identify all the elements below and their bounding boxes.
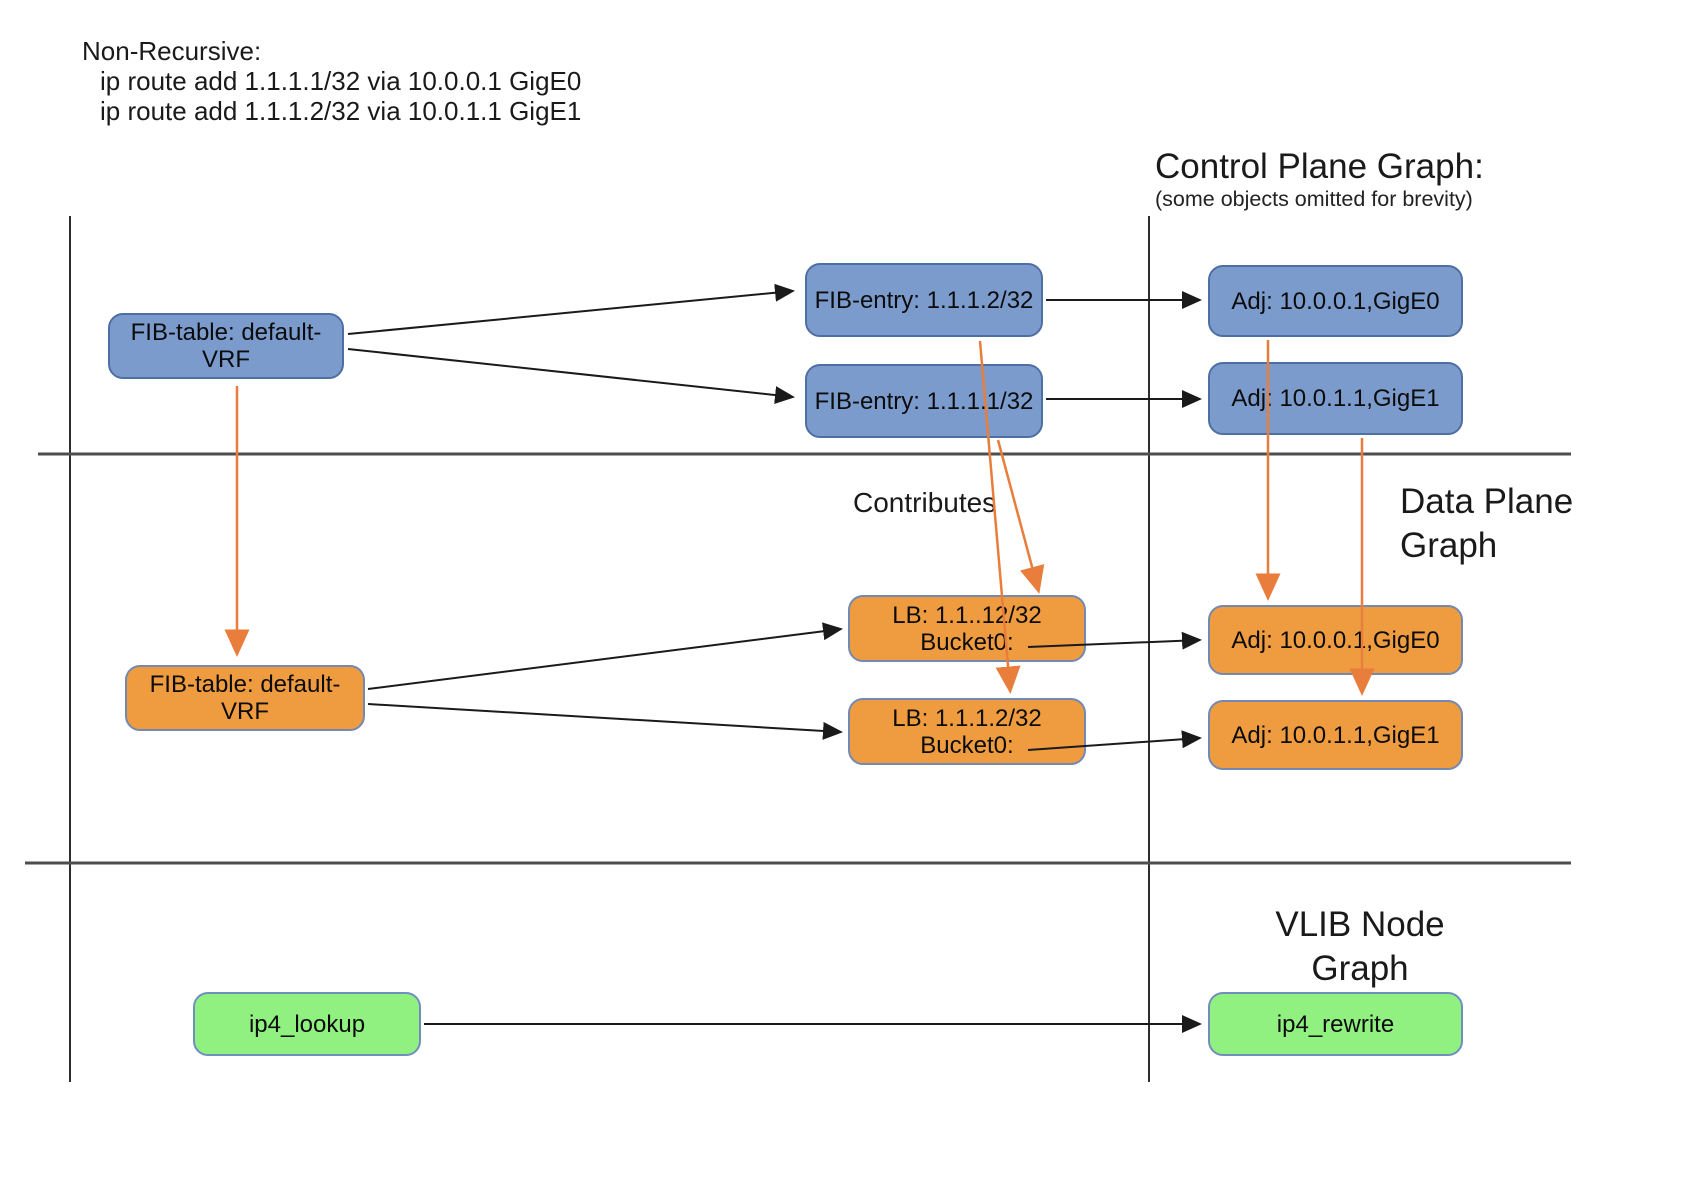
arrow-contrib-entry1-to-lb1	[996, 439, 1045, 594]
route-command-1: ip route add 1.1.1.1/32 via 10.0.0.1 Gig…	[100, 66, 582, 96]
cp-adj-gige0-label: Adj: 10.0.0.1,GigE0	[1231, 287, 1440, 315]
annotation-title: Non-Recursive:	[82, 36, 262, 66]
arrow-dp-fibtable-to-lb2	[367, 703, 843, 740]
vlib-ip4-rewrite-label: ip4_rewrite	[1276, 1010, 1395, 1038]
cp-fib-entry-1112-node: FIB-entry: 1.1.1.2/32	[805, 263, 1043, 337]
cp-fib-entry-1111-label: FIB-entry: 1.1.1.1/32	[814, 387, 1034, 415]
vlib-ip4-lookup-node: ip4_lookup	[193, 992, 421, 1056]
contributes-label: Contributes	[853, 487, 997, 518]
data-plane-heading: Data Plane Graph	[1400, 480, 1573, 568]
arrow-dp-fibtable-to-lb1	[367, 622, 843, 690]
route-annotation: Non-Recursive: ip route add 1.1.1.1/32 v…	[82, 36, 581, 126]
data-plane-title-line1: Data Plane	[1400, 482, 1574, 521]
cp-fib-entry-1111-node: FIB-entry: 1.1.1.1/32	[805, 364, 1043, 438]
dp-adj-gige1-label: Adj: 10.0.1.1,GigE1	[1231, 721, 1440, 749]
vlib-title-line2: Graph	[1311, 949, 1409, 988]
dp-adj-gige0-node: Adj: 10.0.0.1,GigE0	[1208, 605, 1463, 675]
data-plane-title-line2: Graph	[1400, 526, 1498, 565]
dp-lb-1111-node: LB: 1.1..12/32 Bucket0:	[848, 595, 1086, 662]
dp-fib-table-label: FIB-table: default-VRF	[149, 671, 341, 725]
control-plane-subtitle: (some objects omitted for brevity)	[1155, 187, 1473, 211]
route-command-2: ip route add 1.1.1.2/32 via 10.0.1.1 Gig…	[100, 96, 582, 126]
dp-lb-1111-label-line1: LB: 1.1..12/32	[892, 601, 1042, 629]
dp-lb-1112-label-line1: LB: 1.1.1.2/32	[892, 704, 1042, 732]
cp-fib-entry-1112-label: FIB-entry: 1.1.1.2/32	[814, 286, 1034, 314]
dp-adj-gige1-node: Adj: 10.0.1.1,GigE1	[1208, 700, 1463, 770]
cp-adj-gige0-node: Adj: 10.0.0.1,GigE0	[1208, 265, 1463, 337]
dp-adj-gige0-label: Adj: 10.0.0.1,GigE0	[1231, 626, 1440, 654]
vlib-ip4-lookup-label: ip4_lookup	[248, 1010, 366, 1038]
dp-fib-table-node: FIB-table: default-VRF	[125, 665, 365, 731]
cp-fib-table-node: FIB-table: default-VRF	[108, 313, 344, 379]
dp-lb-1112-node: LB: 1.1.1.2/32 Bucket0:	[848, 698, 1086, 765]
vlib-title-line1: VLIB Node	[1275, 905, 1445, 944]
control-plane-title: Control Plane Graph:	[1155, 147, 1484, 186]
cp-fib-table-label: FIB-table: default-VRF	[130, 319, 322, 373]
cp-adj-gige1-node: Adj: 10.0.1.1,GigE1	[1208, 362, 1463, 435]
dp-lb-1112-label-line2: Bucket0:	[920, 731, 1014, 759]
dp-lb-1111-label-line2: Bucket0:	[920, 628, 1014, 656]
arrow-cp-fibtable-to-entry2	[347, 283, 795, 335]
cp-adj-gige1-label: Adj: 10.0.1.1,GigE1	[1231, 385, 1440, 412]
arrow-cp-fibtable-to-entry1	[347, 348, 795, 405]
control-plane-heading: Control Plane Graph: (some objects omitt…	[1155, 148, 1575, 212]
vlib-ip4-rewrite-node: ip4_rewrite	[1208, 992, 1463, 1056]
vlib-heading: VLIB Node Graph	[1215, 903, 1505, 991]
